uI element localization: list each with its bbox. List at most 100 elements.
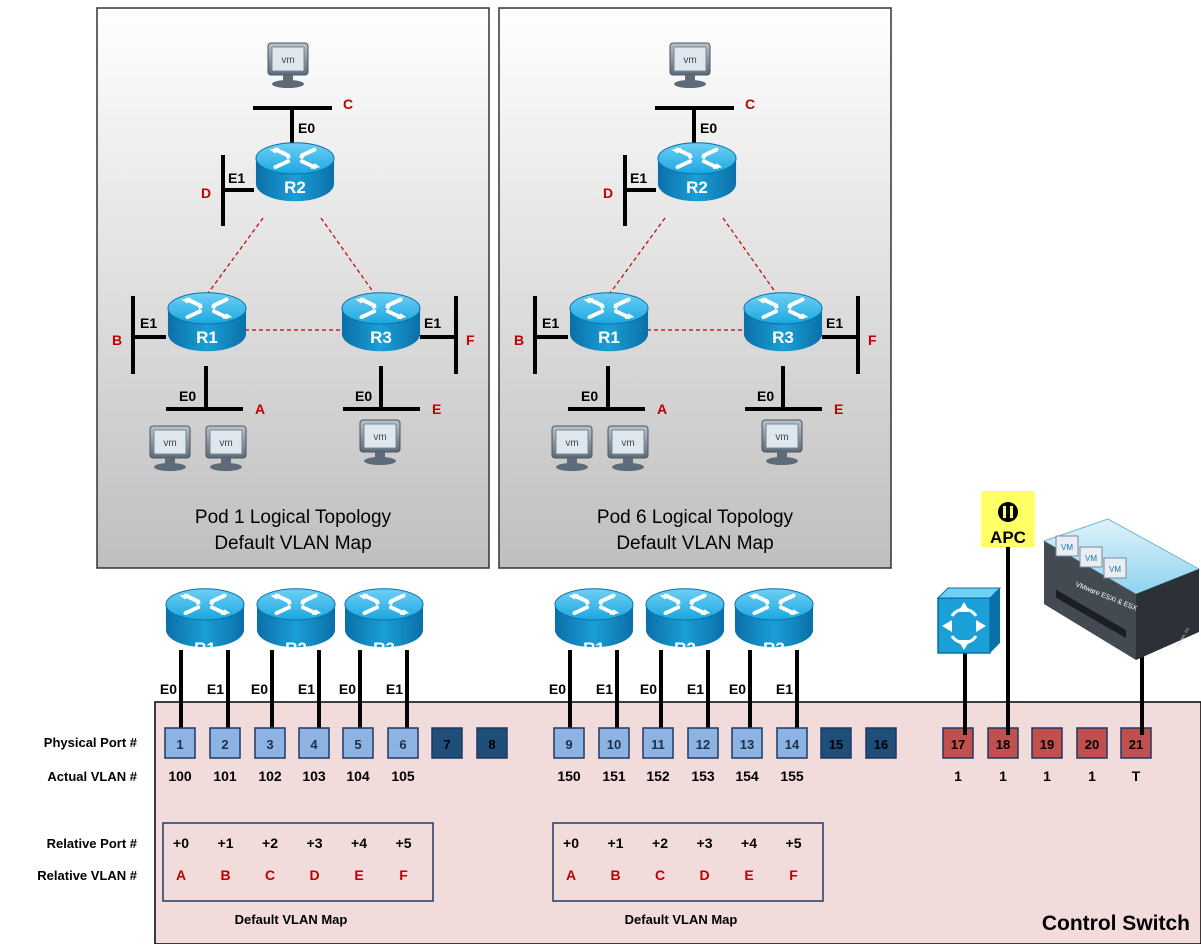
port-5: 5 104 — [342, 727, 374, 784]
pod-title: Pod 1 Logical Topology — [195, 507, 392, 528]
pod-title: Pod 6 Logical Topology — [597, 507, 794, 528]
relative-vlan: E — [354, 867, 363, 883]
l3-switch-device — [936, 587, 1002, 735]
port-box — [987, 727, 1019, 759]
relative-port: +4 — [351, 835, 367, 851]
router-label: R3 — [370, 328, 392, 347]
port-18: 181 — [987, 727, 1019, 784]
vm-monitor-icon: vm — [607, 425, 649, 471]
port-number: 5 — [354, 737, 361, 752]
port-box — [254, 727, 286, 759]
port-20: 201 — [1076, 727, 1108, 784]
router-r2: R2 — [254, 140, 336, 204]
link-dashed-2 — [722, 217, 779, 297]
svg-text:VM: VM — [1109, 565, 1121, 574]
port-vlan: 101 — [213, 768, 237, 784]
relative-vlan: C — [265, 867, 275, 883]
iface-e0: E0 — [640, 681, 657, 697]
port-vlan: 104 — [346, 768, 370, 784]
relative-port: +1 — [218, 835, 234, 851]
iface-e0: E0 — [339, 681, 356, 697]
iface-r1-e0: E0 — [179, 388, 196, 404]
port-box — [1076, 727, 1108, 759]
pod-background — [498, 7, 892, 569]
vm-label: vm — [775, 432, 788, 443]
iface-r3-e0: E0 — [355, 388, 372, 404]
router-label: R1 — [196, 328, 218, 347]
segment-label-d: D — [201, 185, 211, 201]
relative-port: +5 — [396, 835, 412, 851]
port-number: 15 — [829, 737, 843, 752]
port-box — [776, 727, 808, 759]
router-label: R3 — [772, 328, 794, 347]
router-label: R3 — [763, 639, 785, 658]
relative-port: +1 — [608, 835, 624, 851]
vm-blocks: VM VM VM — [1055, 535, 1127, 579]
port-number: 1 — [176, 737, 183, 752]
port-number: 17 — [951, 737, 965, 752]
iface-e1: E1 — [776, 681, 793, 697]
port-number: 14 — [785, 737, 800, 752]
iface-e1: E1 — [596, 681, 613, 697]
port-21: 21T — [1120, 727, 1152, 784]
port-vlan: 1 — [999, 768, 1007, 784]
port-box — [431, 727, 463, 759]
link-dashed-1 — [607, 217, 666, 297]
segment-label-b: B — [514, 332, 524, 348]
segment-label-d: D — [603, 185, 613, 201]
iface-r3-e0: E0 — [757, 388, 774, 404]
router-label: R2 — [284, 178, 306, 197]
relative-vlan: A — [566, 867, 576, 883]
iface-r1-e1: E1 — [542, 315, 559, 331]
vlan-map-box — [552, 822, 824, 902]
vm-monitor-icon: vm — [267, 42, 309, 88]
segment-label-c: C — [343, 96, 353, 112]
relative-vlan: B — [220, 867, 230, 883]
vm-label: vm — [163, 438, 176, 449]
port-number: 12 — [696, 737, 710, 752]
port-box — [687, 727, 719, 759]
row-label-relative-port: Relative Port # — [47, 836, 138, 851]
port-box — [164, 727, 196, 759]
port-vlan: 1 — [1043, 768, 1051, 784]
pod-subtitle: Default VLAN Map — [616, 533, 773, 554]
vm-monitor-icon: vm — [669, 42, 711, 88]
iface-r2-e1: E1 — [630, 170, 647, 186]
port-box — [942, 727, 974, 759]
vm-monitor-icon: vm — [205, 425, 247, 471]
router-label: R2 — [285, 639, 307, 658]
port-number: 4 — [310, 737, 318, 752]
port-box — [642, 727, 674, 759]
port-box — [820, 727, 852, 759]
relative-vlan: C — [655, 867, 665, 883]
iface-r2-e0: E0 — [298, 120, 315, 136]
iface-e0: E0 — [729, 681, 746, 697]
control-switch-label: Control Switch — [1042, 912, 1190, 935]
port-box — [865, 727, 897, 759]
port-vlan: 154 — [735, 768, 759, 784]
relative-vlan: E — [744, 867, 753, 883]
relative-vlan: F — [789, 867, 798, 883]
iface-e0: E0 — [251, 681, 268, 697]
relative-vlan: B — [610, 867, 620, 883]
port-vlan: 100 — [168, 768, 192, 784]
vm-monitor-icon: vm — [359, 419, 401, 465]
port-number: 8 — [488, 737, 495, 752]
vm-label: vm — [683, 55, 696, 66]
port-number: 11 — [651, 737, 665, 752]
iface-r2-e0: E0 — [700, 120, 717, 136]
relative-port: +3 — [697, 835, 713, 851]
port-vlan: T — [1132, 768, 1141, 784]
port-vlan: 153 — [691, 768, 715, 784]
